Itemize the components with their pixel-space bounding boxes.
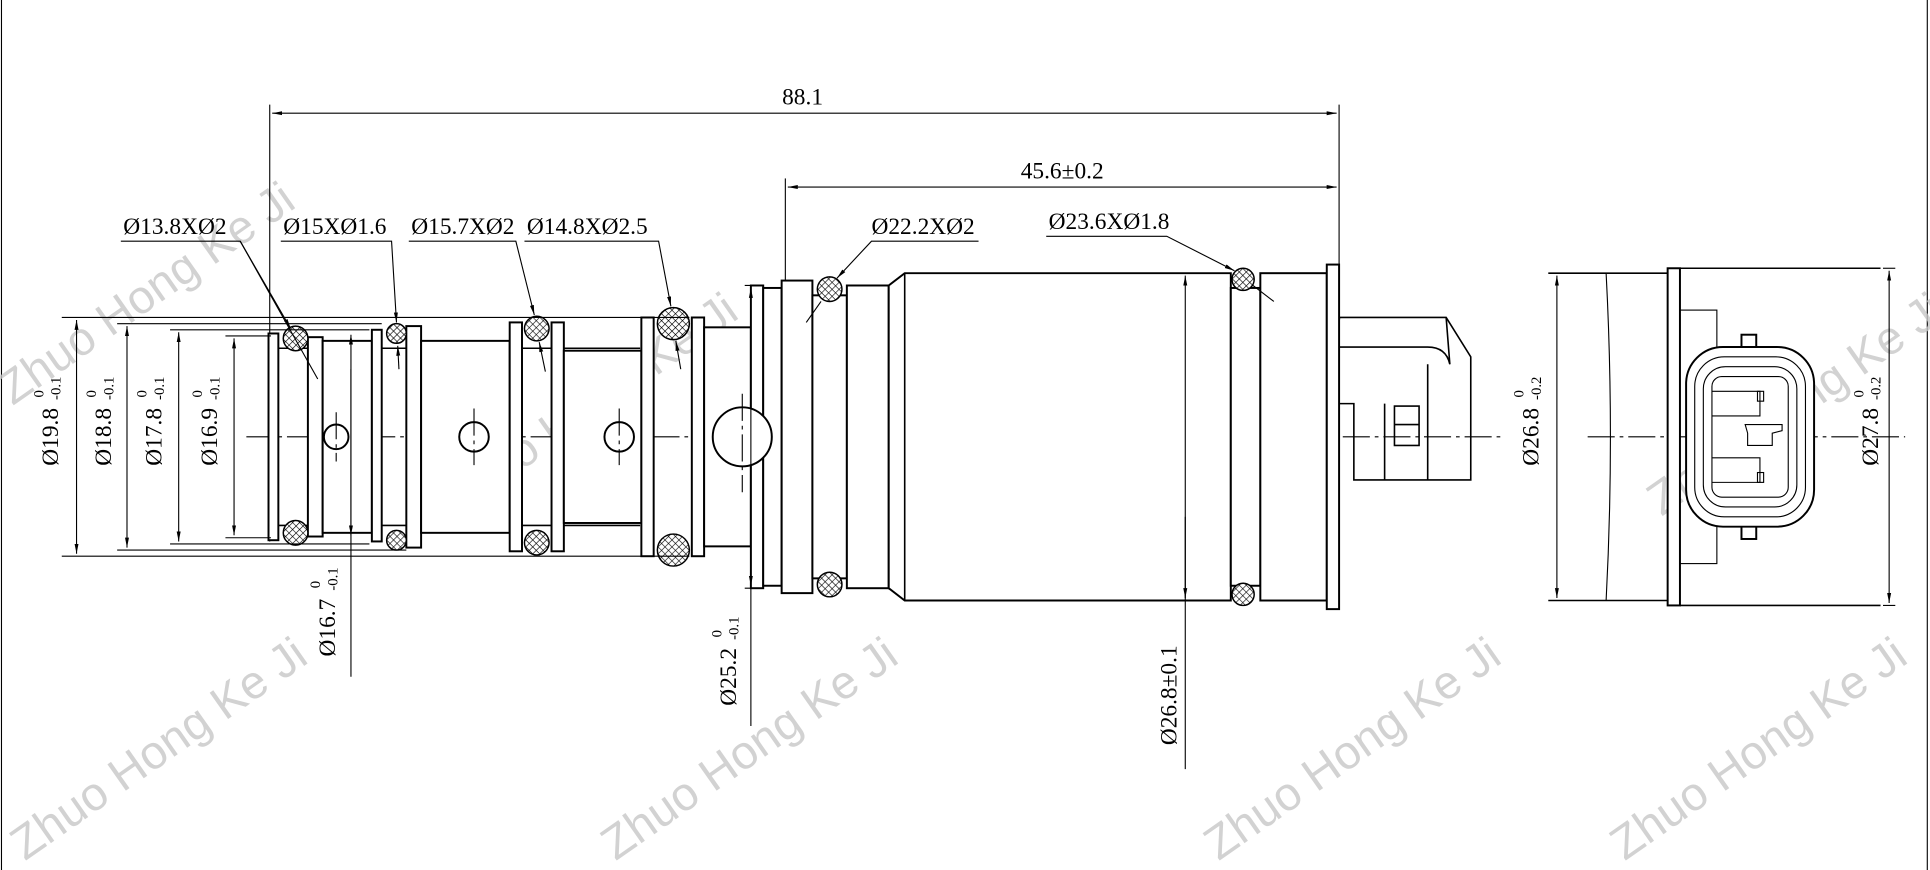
dimension-label: -0.1 bbox=[325, 567, 341, 590]
dimension-label: Ø26.8 bbox=[1518, 408, 1544, 466]
dimension-label: Ø16.7 bbox=[315, 598, 341, 656]
dimension-label: Ø18.8 bbox=[91, 408, 117, 466]
dimension-label: 0 bbox=[308, 581, 324, 588]
dimension-label: 0 bbox=[31, 390, 47, 397]
dimension-label: Ø19.8 bbox=[38, 408, 64, 466]
dimension-label: -0.2 bbox=[1529, 377, 1545, 400]
dimension-label: 0 bbox=[190, 390, 206, 397]
connector-face bbox=[1685, 333, 1816, 540]
dimension-label: Ø14.8XØ2.5 bbox=[527, 214, 648, 240]
dimension-label: Ø22.2XØ2 bbox=[871, 214, 974, 240]
dimension-label: -0.1 bbox=[152, 377, 168, 400]
connector-side bbox=[1339, 316, 1472, 481]
dimension-label: Ø25.2 bbox=[716, 648, 742, 706]
dimension-label: Zhuo Hong Ke Ji bbox=[591, 627, 906, 869]
dimension-label: 0 bbox=[1512, 390, 1528, 397]
dimension-label: -0.1 bbox=[101, 377, 117, 400]
dimension-body-length: 45.6±0.2 bbox=[784, 158, 1337, 286]
dimension-label: Ø23.6XØ1.8 bbox=[1049, 209, 1170, 235]
dimension-label: Ø16.9 bbox=[197, 408, 223, 466]
dimension-label: -0.1 bbox=[727, 617, 743, 640]
dimension-label: 0 bbox=[709, 630, 725, 637]
dimension-label: Ø27.8 bbox=[1858, 408, 1884, 466]
dimension-label: Ø26.8±0.1 bbox=[1157, 645, 1183, 745]
dimension-label: 0 bbox=[135, 390, 151, 397]
dimension-label: Zhuo Hong Ke Ji bbox=[1194, 627, 1509, 869]
valve-side-view bbox=[267, 263, 1472, 611]
o-rings bbox=[282, 267, 1255, 607]
o-ring-callouts: Ø13.8XØ2 Ø15XØ1.6 Ø15.7XØ2 Ø14.8XØ2.5 Ø2… bbox=[120, 209, 1275, 380]
hole-markers bbox=[322, 393, 773, 493]
dimension-label: Ø13.8XØ2 bbox=[123, 214, 226, 240]
dimension-label: Zhuo Hong Ke Ji bbox=[1600, 627, 1915, 869]
dimension-label: Ø15.7XØ2 bbox=[411, 214, 514, 240]
diameter-dimensions-left: Ø19.8 0 -0.1 Ø18.8 0 -0.1 Ø17.8 0 -0.1 Ø… bbox=[31, 316, 690, 677]
dimension-label: 0 bbox=[1851, 390, 1867, 397]
dimension-label: Zhuo Hong Ke Ji bbox=[1, 627, 316, 869]
dimension-label: 45.6±0.2 bbox=[1021, 158, 1104, 184]
dimension-label: Ø17.8 bbox=[141, 408, 167, 466]
dimension-label: 0 bbox=[84, 390, 100, 397]
dimension-label: -0.2 bbox=[1869, 377, 1885, 400]
dimension-label: Ø15XØ1.6 bbox=[283, 214, 386, 240]
dimension-label: 88.1 bbox=[782, 85, 823, 111]
valve-end-view: Ø26.8 0 -0.2 Ø27.8 0 -0.2 bbox=[1512, 267, 1896, 607]
dimension-label: -0.1 bbox=[49, 377, 65, 400]
diameter-dimensions-body: Ø25.2 0 -0.1 Ø26.8±0.1 bbox=[709, 275, 1188, 770]
dimension-label: -0.1 bbox=[207, 377, 223, 400]
